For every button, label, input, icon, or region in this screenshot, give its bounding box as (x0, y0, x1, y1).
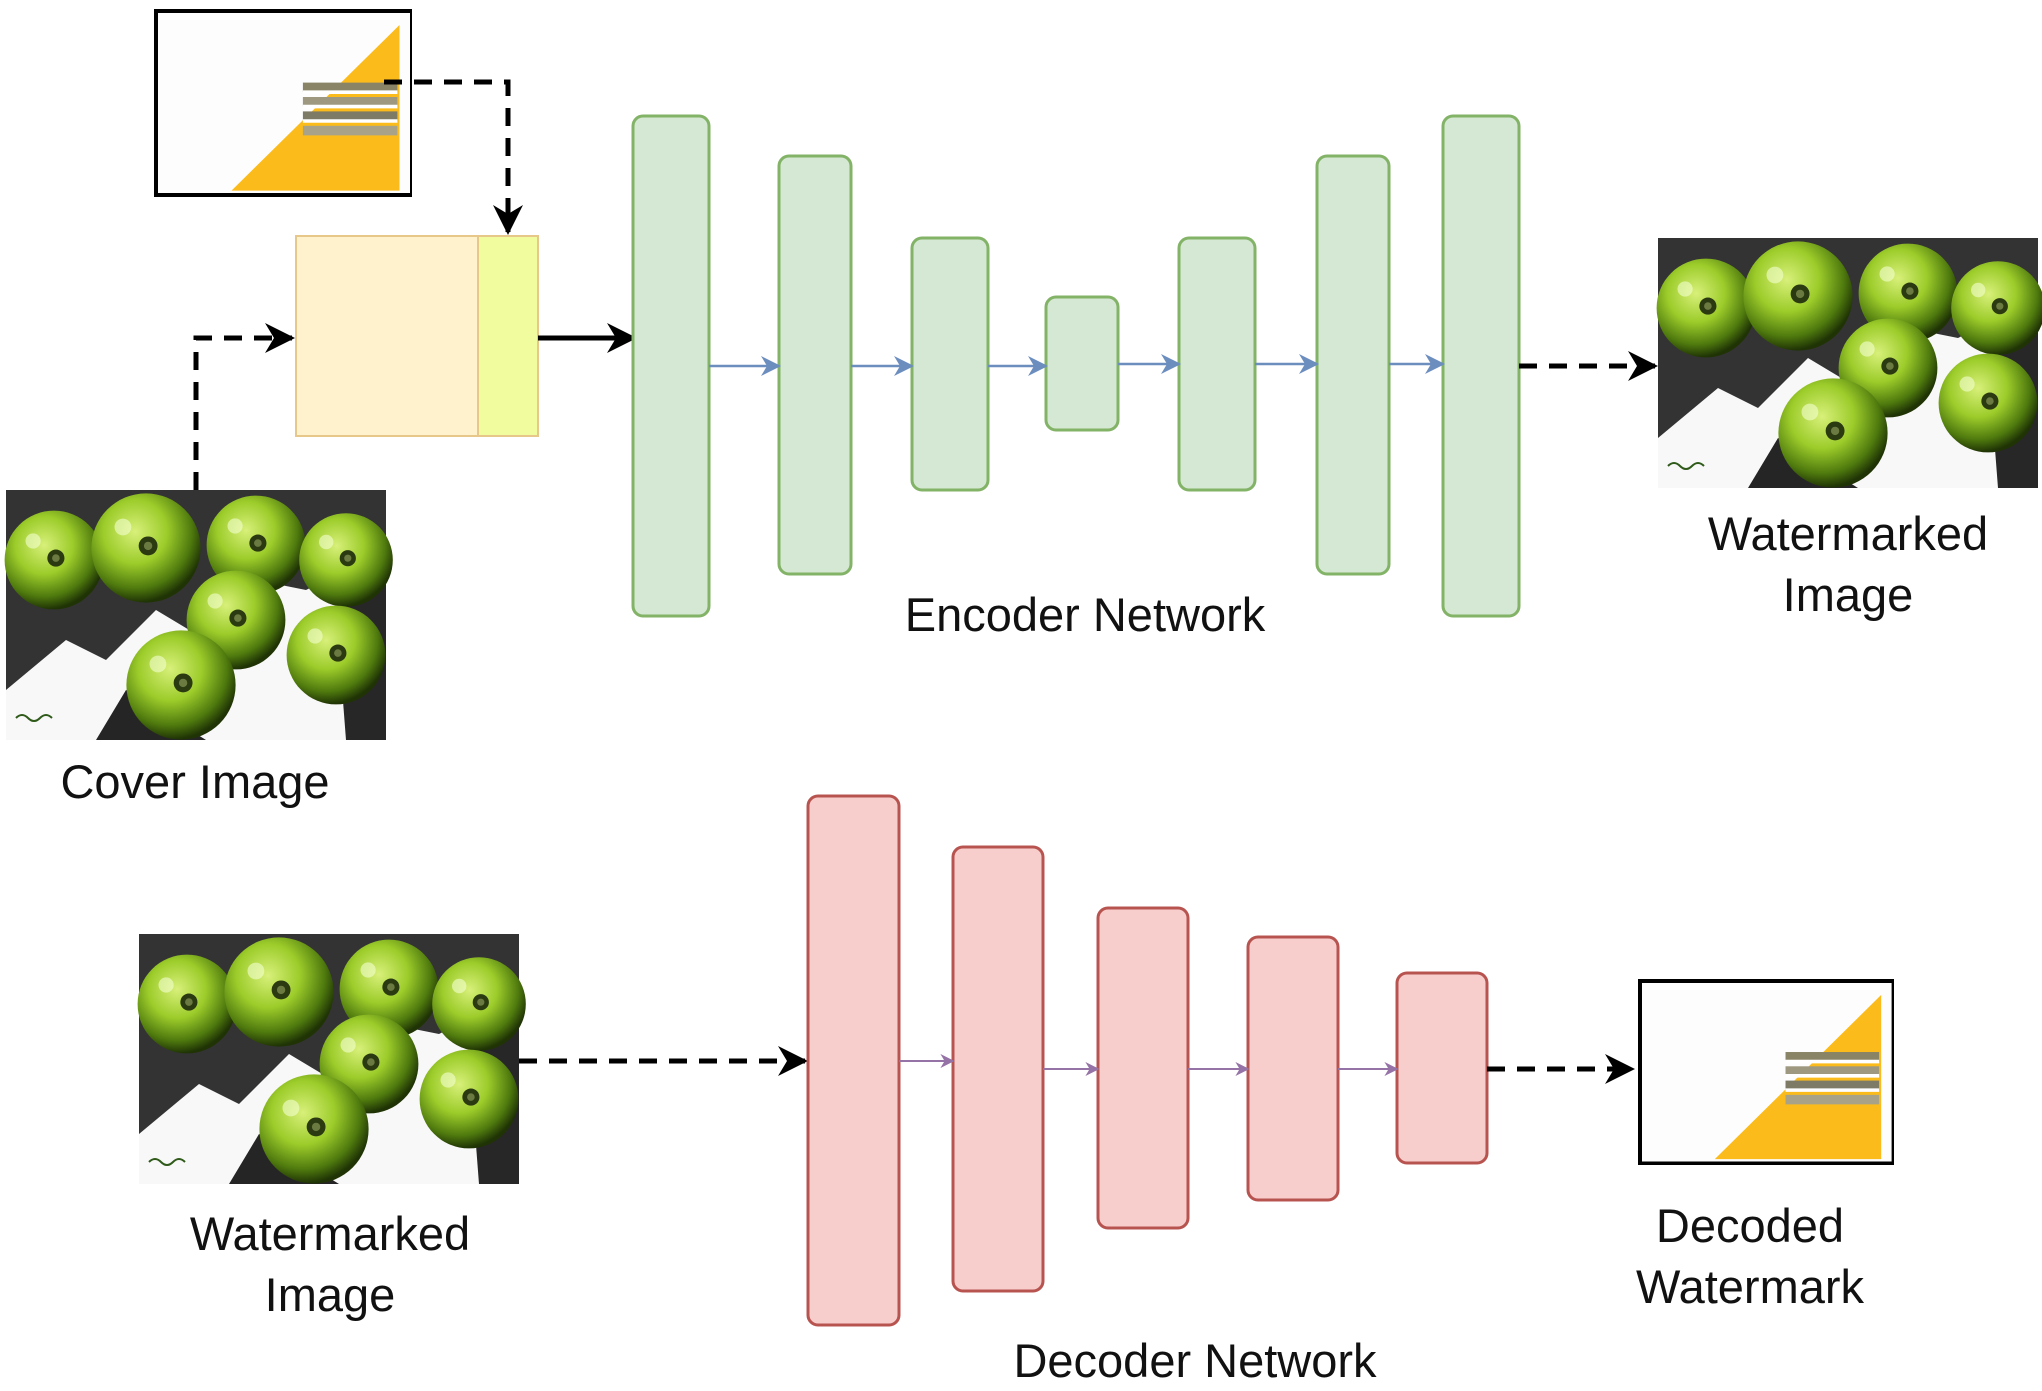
cover-image-label: Cover Image (60, 755, 330, 808)
watermark-to-concat-arrow (384, 79, 523, 235)
decoder-network-label: Decoder Network (1013, 1334, 1377, 1387)
decoded-watermark-label-line2: Watermark (1635, 1260, 1865, 1313)
watermark-input-image (154, 9, 412, 197)
decoded-watermark-image (1638, 979, 1894, 1165)
decoder-network (806, 794, 1489, 1327)
watermarked-image-bottom-label-line2: Image (264, 1268, 396, 1321)
encoder-layer-5 (1177, 236, 1257, 492)
concat-block (295, 235, 539, 437)
encoder-network-label: Encoder Network (904, 588, 1266, 641)
encoder-layer-7 (1441, 114, 1521, 618)
encoder-layer-1 (631, 114, 711, 618)
encoder-layer-4 (1044, 295, 1120, 432)
watermarked-image-output (1657, 238, 2042, 488)
decoded-watermark-label-line1: Decoded (1655, 1199, 1845, 1252)
watermarked-image-input (138, 934, 526, 1184)
decoder-layer-2 (951, 845, 1045, 1293)
encoder-layer-2 (777, 154, 853, 576)
decoder-layer-1 (806, 794, 901, 1327)
cover-image (5, 490, 393, 740)
watermarked-image-bottom-label-line1: Watermarked (189, 1207, 471, 1260)
decoder-layer-4 (1246, 935, 1340, 1202)
decoder-layer-3 (1096, 906, 1190, 1230)
watermarked-image-top-label-line2: Image (1782, 568, 1914, 621)
cover-to-concat-arrow (193, 323, 295, 490)
decoder-layer-5 (1395, 971, 1489, 1165)
encoder-layer-6 (1315, 154, 1391, 576)
encoder-layer-3 (910, 236, 990, 492)
encoder-network (631, 114, 1521, 618)
watermarked-image-top-label-line1: Watermarked (1707, 507, 1989, 560)
